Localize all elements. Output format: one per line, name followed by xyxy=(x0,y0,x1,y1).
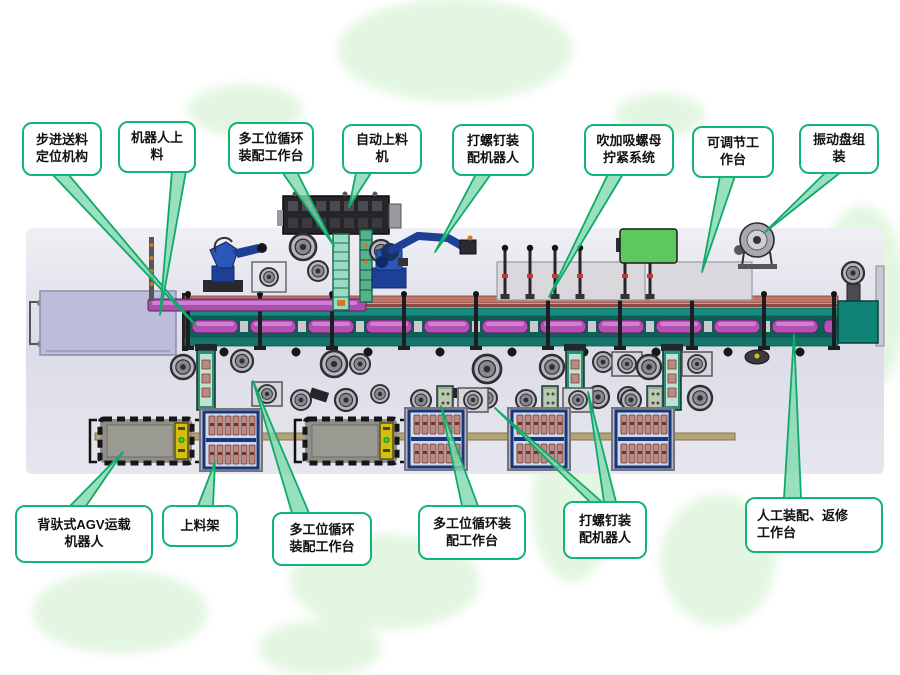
callout-text: 装配工作台 xyxy=(289,539,355,554)
green-control-panel xyxy=(616,228,678,264)
callout-multi-station-cyclic-assembly-table-top: 多工位循环 装配工作台 xyxy=(228,122,314,174)
pallet-rack-3 xyxy=(508,408,570,470)
callout-text: 背驮式AGV运载 xyxy=(37,517,131,533)
callout-text: 装 xyxy=(832,149,846,164)
callout-text: 配工作台 xyxy=(445,532,498,548)
callout-text: 上料架 xyxy=(180,517,220,533)
agv-2 xyxy=(295,419,407,463)
loading-robot xyxy=(203,236,287,293)
lift-column xyxy=(332,229,373,311)
leader-lines xyxy=(51,170,842,514)
callout-text: 拧紧系统 xyxy=(602,150,655,165)
callout-auto-feeder-machine: 自动上料 机 xyxy=(342,124,422,174)
callout-text: 打螺钉装 xyxy=(466,133,519,149)
callout-text: 工作台 xyxy=(757,525,797,540)
callout-adjustable-worktable: 可调节工 作台 xyxy=(692,126,774,178)
callout-robot-loading: 机器人上 料 xyxy=(118,121,196,173)
callout-text: 定位机构 xyxy=(35,149,88,164)
callout-multi-station-cyclic-assembly-table-bottom-mid: 多工位循环装 配工作台 xyxy=(418,505,526,560)
screw-assembly-robot xyxy=(371,231,477,289)
sensor-pole xyxy=(149,237,154,301)
callout-multi-station-cyclic-assembly-table-bottom-left: 多工位循环 装配工作台 xyxy=(272,512,372,566)
callout-text: 机器人上 xyxy=(130,130,183,146)
callout-loading-rack: 上料架 xyxy=(162,505,238,547)
agv-1 xyxy=(90,419,202,463)
callout-screw-assembly-robot-top: 打螺钉装 配机器人 xyxy=(452,124,534,176)
pallet-rack-4 xyxy=(612,408,674,470)
callout-text: 吹加吸螺母 xyxy=(596,133,662,149)
callout-text: 配机器人 xyxy=(466,150,519,165)
callout-text: 多工位循环装 xyxy=(432,515,511,531)
callout-text: 打螺钉装 xyxy=(578,513,631,529)
callout-text: 步进送料 xyxy=(35,132,88,148)
callout-text: 自动上料 xyxy=(355,132,408,148)
callout-nut-blow-suction-tightening-system: 吹加吸螺母 拧紧系统 xyxy=(584,124,674,176)
callout-text: 装配工作台 xyxy=(238,148,304,163)
nut-tightening-station xyxy=(496,244,753,301)
pallet-rack-1 xyxy=(200,409,262,471)
callout-vibratory-bowl-assembly: 振动盘组 装 xyxy=(799,124,879,174)
callout-manual-assembly-rework-worktable: 人工装配、返修 工作台 xyxy=(745,497,883,553)
auto-feeder-machine xyxy=(277,191,402,311)
callout-text: 人工装配、返修 xyxy=(757,508,849,524)
conveyor-posts xyxy=(182,291,840,357)
callout-screw-assembly-robot-bottom: 打螺钉装 配机器人 xyxy=(563,501,647,559)
callout-piggyback-agv-carrier-robot: 背驮式AGV运载 机器人 xyxy=(15,505,153,563)
conveyor-rollers xyxy=(191,319,837,334)
callout-text: 配机器人 xyxy=(578,530,631,545)
callout-text: 多工位循环 xyxy=(289,522,355,538)
callout-text: 机器人 xyxy=(64,534,104,549)
callout-text: 多工位循环 xyxy=(238,131,304,147)
callout-text: 机 xyxy=(375,149,389,164)
line-end-station xyxy=(837,260,885,347)
callout-text: 振动盘组 xyxy=(812,132,865,148)
callout-text: 可调节工 xyxy=(706,135,759,151)
callout-text: 作台 xyxy=(719,152,746,167)
callout-stepper-feed-positioning: 步进送料 定位机构 xyxy=(22,122,102,176)
callout-text: 料 xyxy=(150,147,164,162)
pusher-bar xyxy=(147,298,367,312)
